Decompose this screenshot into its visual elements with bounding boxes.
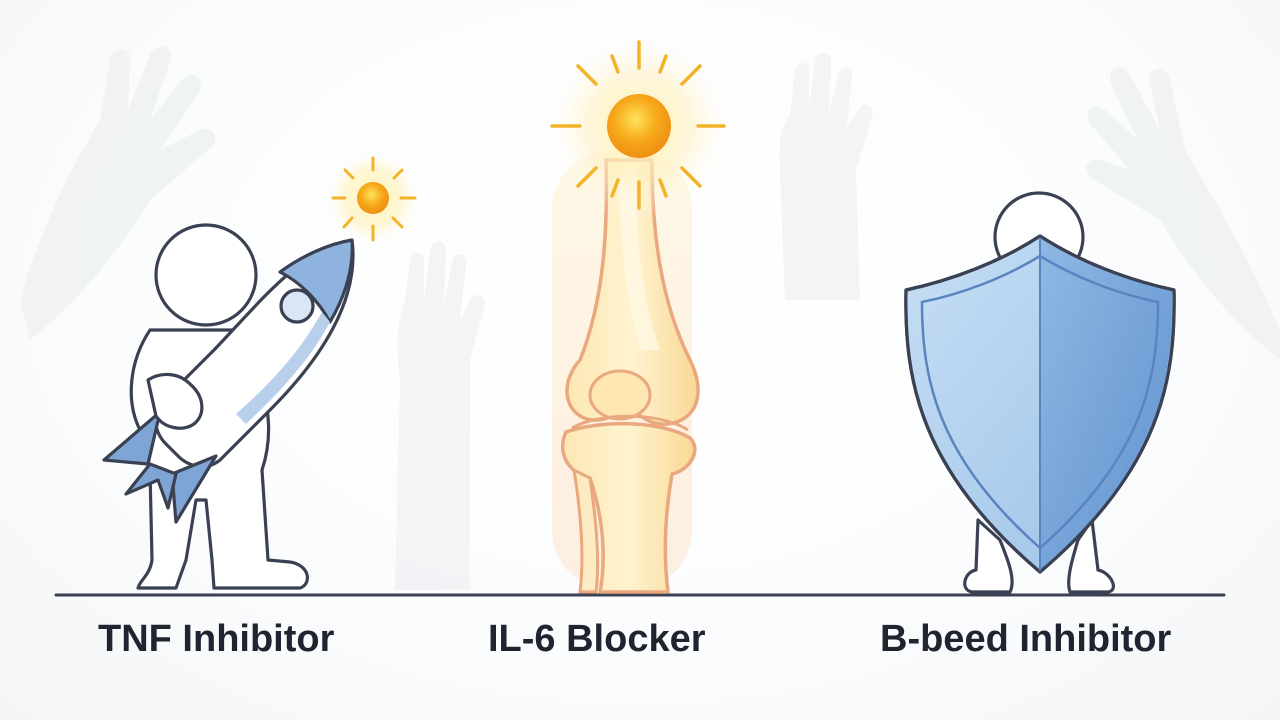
- background-hand-icon-center-left: [395, 241, 485, 590]
- figure-arm: [146, 372, 204, 430]
- label-il6-blocker: IL-6 Blocker: [488, 618, 706, 660]
- figure-carrying-rocket-icon: [102, 223, 355, 590]
- background-hand-icon-right: [1086, 67, 1280, 361]
- label-b-beed-inhibitor: B-beed Inhibitor: [880, 618, 1172, 660]
- inflamed-knee-joint-icon: [552, 150, 700, 594]
- patella-bone: [588, 369, 652, 421]
- figure-feet: [963, 518, 1014, 594]
- sun-icon-small: [325, 150, 421, 246]
- shield-right-half: [1040, 238, 1173, 570]
- figure-head: [154, 223, 258, 327]
- rocket-exhaust: [124, 462, 178, 510]
- figure-holding-shield-icon: [904, 191, 1176, 594]
- rocket-fin-left: [102, 410, 162, 466]
- label-tnf-inhibitor: TNF Inhibitor: [98, 618, 335, 660]
- background-hand-icon-left: [20, 46, 216, 341]
- rocket-fin-right: [170, 454, 218, 524]
- fibula-bone: [572, 467, 600, 594]
- background-hand-icon-center-right: [779, 52, 873, 300]
- sun-icon-large: [544, 31, 734, 221]
- rocket-porthole: [279, 288, 315, 324]
